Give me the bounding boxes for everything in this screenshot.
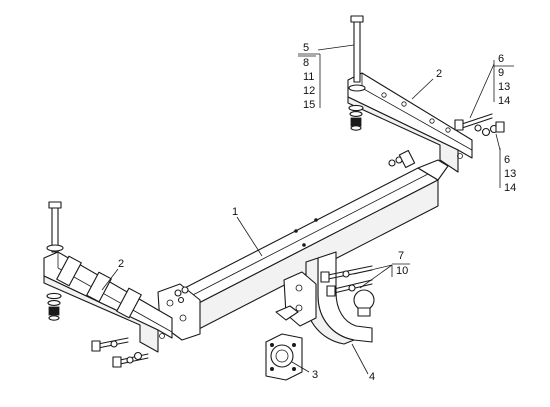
top-bolt-head <box>350 15 364 23</box>
socket-ring <box>270 344 294 368</box>
label-top-11: 11 <box>303 71 314 83</box>
label-top-15: 15 <box>303 99 315 111</box>
label-part-1: 1 <box>232 206 238 218</box>
label-bolt-14: 14 <box>504 182 516 194</box>
tow-ball <box>353 289 375 311</box>
left-lower-bolts <box>91 337 149 368</box>
label-top-8: 8 <box>303 57 309 69</box>
label-bolt-13: 13 <box>504 168 516 180</box>
label-part-4: 4 <box>369 371 375 383</box>
left-bracket-flange <box>43 275 159 353</box>
label-top-12: 12 <box>303 85 315 97</box>
label-part-2-left: 2 <box>118 258 124 270</box>
right-end-nuts <box>388 149 416 169</box>
label-top-5: 5 <box>303 42 309 54</box>
label-right-14: 14 <box>498 95 510 107</box>
socket-plate <box>265 305 303 381</box>
label-part-3: 3 <box>312 369 318 381</box>
label-right-6: 6 <box>498 53 504 65</box>
label-right-13: 13 <box>498 81 510 93</box>
label-part-2-right: 2 <box>436 68 442 80</box>
crossbar-end-cap <box>417 159 449 181</box>
left-bracket-body <box>43 251 173 339</box>
top-bolt-shaft <box>353 19 361 83</box>
socket-bracket <box>275 305 299 321</box>
label-bolt-6: 6 <box>504 154 510 166</box>
right-side-bracket <box>347 15 473 173</box>
callout-labels: 1 2 2 3 4 5 8 11 12 15 6 9 13 14 6 13 14… <box>118 42 516 383</box>
right-bracket-flange <box>347 96 459 173</box>
leader-lines <box>101 44 501 375</box>
left-end-nuts <box>174 286 189 304</box>
right-bracket-bolts <box>454 113 505 137</box>
label-mid-10: 10 <box>396 265 408 277</box>
label-right-9: 9 <box>498 67 504 79</box>
left-side-bracket <box>43 201 173 353</box>
label-mid-7: 7 <box>398 250 404 262</box>
